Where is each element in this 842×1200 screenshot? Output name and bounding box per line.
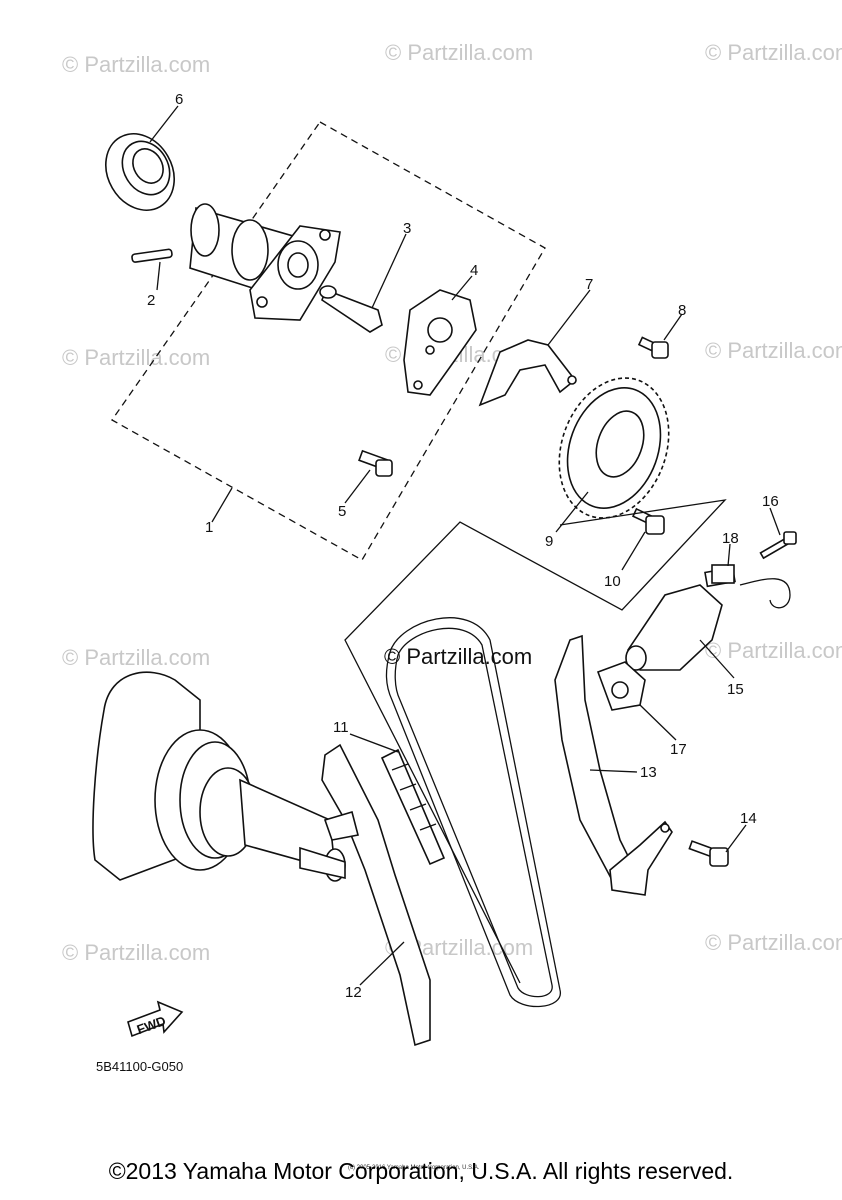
bolt-16-part [759,531,797,560]
crankshaft-part [92,671,346,882]
watermark-4: © Partzilla.com [62,345,210,370]
spring-clip-part [711,564,791,609]
diagram-code: 5B41100-G050 [96,1059,183,1074]
bolt-5-part [358,449,393,477]
watermark-6: © Partzilla.com [705,338,842,363]
watermark-3: © Partzilla.com [705,40,842,65]
callout-3: 3 [403,220,411,237]
callout-4: 4 [470,262,478,279]
callout-numbers: 1 2 3 4 5 6 7 8 9 10 11 12 13 14 15 16 1… [147,91,779,1001]
callout-17: 17 [670,741,687,758]
fwd-arrow-icon: FWD [127,1000,184,1037]
bracket-part [478,339,577,407]
sprocket-part [558,377,670,519]
watermark-7: © Partzilla.com [62,645,210,670]
callout-9: 9 [545,533,553,550]
callout-11: 11 [333,719,349,736]
fine-print: (c) 2005-2016 Yamaha Motor Corporation, … [348,1165,480,1171]
chain-link-part [380,748,446,866]
assembly-outline-1 [111,121,546,561]
callout-1: 1 [205,519,213,536]
gasket-part [596,661,646,711]
watermark-9: © Partzilla.com [62,940,210,965]
watermark-2: © Partzilla.com [385,40,533,65]
center-watermark: © Partzilla.com [384,644,532,669]
callout-10: 10 [604,573,621,590]
camshaft-part [189,203,341,321]
callout-15: 15 [727,681,744,698]
callout-2: 2 [147,292,155,309]
fwd-label: FWD [135,1013,168,1037]
cam-chain-inner [394,627,553,998]
bearing-part [105,133,175,211]
chain-guide-13-part [554,634,673,896]
assembly-outline-2 [344,499,727,984]
bolt-10-part [631,507,665,535]
plate-part [403,289,477,396]
pin-part [131,248,173,263]
bolt-14-part [688,840,729,867]
callout-8: 8 [678,302,686,319]
callout-12: 12 [345,984,362,1001]
callout-16: 16 [762,493,779,510]
watermark-11: © Partzilla.com [705,930,842,955]
chain-guide-12-part [321,743,431,1047]
decompression-shaft-part [319,285,383,333]
callout-6: 6 [175,91,183,108]
callout-14: 14 [740,810,757,827]
bolt-8-part [637,336,669,359]
callout-7: 7 [585,276,593,293]
watermark-8: © Partzilla.com [705,638,842,663]
cam-chain [385,617,561,1008]
callout-13: 13 [640,764,657,781]
callout-5: 5 [338,503,346,520]
watermark-1: © Partzilla.com [62,52,210,77]
copyright-footer: ©2013 Yamaha Motor Corporation, U.S.A. A… [108,1158,734,1184]
callout-18: 18 [722,530,739,547]
leader-lines [149,105,781,986]
